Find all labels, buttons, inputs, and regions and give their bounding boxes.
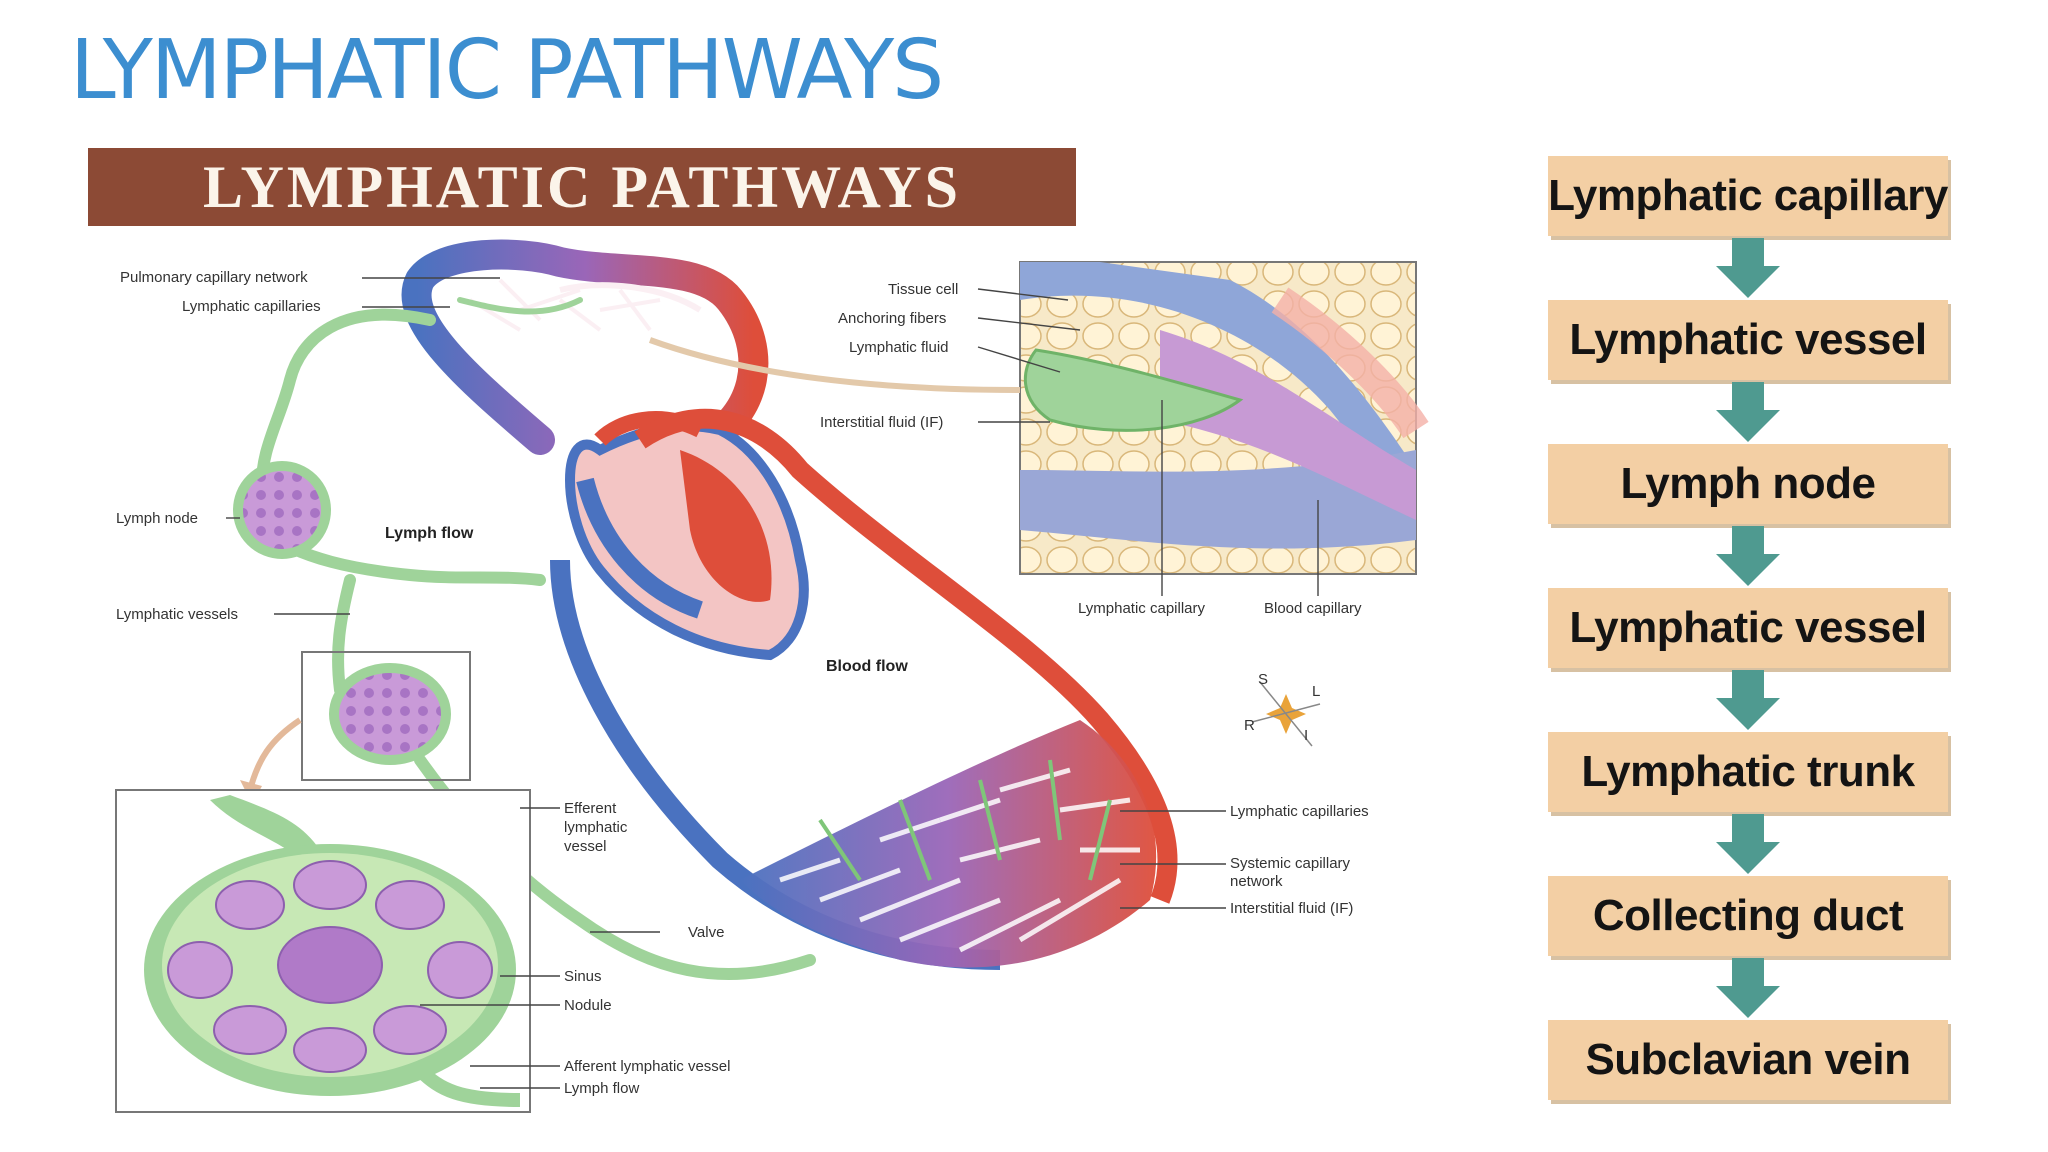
label-valve: Valve [688, 924, 724, 941]
label-pulmonary-capillary-network: Pulmonary capillary network [120, 269, 308, 286]
label-anchoring-fibers: Anchoring fibers [838, 310, 946, 327]
label-lymphatic-vessels: Lymphatic vessels [116, 606, 238, 623]
flow-arrow-icon [1548, 668, 1948, 732]
label-leaders [226, 277, 1319, 1089]
label-afferent-lymphatic-vessel: Afferent lymphatic vessel [564, 1058, 730, 1075]
label-lymphatic-capillary: Lymphatic capillary [1078, 600, 1205, 617]
label-lymph-flow-small: Lymph flow [564, 1080, 639, 1097]
lymph-node-enlarged [115, 789, 531, 1113]
figure-banner-text: LYMPHATIC PATHWAYS [202, 153, 961, 220]
flow-arrow-icon [1548, 956, 1948, 1020]
flow-step-lymphatic-vessel-2: Lymphatic vessel [1548, 588, 1948, 668]
figure-banner: LYMPHATIC PATHWAYS [88, 148, 1076, 226]
label-compass-s: S [1258, 671, 1268, 688]
diagram-labels: Pulmonary capillary network Lymphatic ca… [116, 269, 1369, 1097]
flow-step-lymphatic-trunk: Lymphatic trunk [1548, 732, 1948, 812]
flow-step-lymph-node: Lymph node [1548, 444, 1948, 524]
flow-arrow-icon [1548, 236, 1948, 300]
label-lymph-node: Lymph node [116, 510, 198, 527]
systemic-capillary-network [740, 720, 1157, 968]
label-compass-r: R [1244, 717, 1255, 734]
lymph-pathway-flowchart: Lymphatic capillary Lymphatic vessel Lym… [1548, 156, 1948, 1100]
label-systemic-capillary-1: Systemic capillary [1230, 855, 1351, 872]
label-tissue-cell: Tissue cell [888, 281, 958, 298]
label-nodule: Nodule [564, 997, 612, 1014]
label-blood-capillary: Blood capillary [1264, 600, 1362, 617]
label-lymphatic-capillaries-right: Lymphatic capillaries [1230, 803, 1369, 820]
label-sinus: Sinus [564, 968, 602, 985]
flow-arrow-icon [1548, 524, 1948, 588]
label-efferent-1: Efferent [564, 800, 617, 817]
flow-step-collecting-duct: Collecting duct [1548, 876, 1948, 956]
flow-arrow-icon [1548, 380, 1948, 444]
inset-connector [648, 337, 1021, 393]
compass-icon [1251, 681, 1321, 747]
flow-arrow-icon [1548, 812, 1948, 876]
label-compass-i: I [1304, 727, 1308, 744]
label-efferent-2: lymphatic [564, 819, 628, 836]
label-lymphatic-fluid: Lymphatic fluid [849, 339, 949, 356]
heart [565, 411, 809, 661]
label-systemic-capillary-2: network [1230, 873, 1283, 890]
label-lymph-flow-bold: Lymph flow [385, 525, 474, 542]
flow-step-lymphatic-capillary: Lymphatic capillary [1548, 156, 1948, 236]
tissue-inset [1019, 261, 1429, 575]
label-compass-l: L [1312, 683, 1320, 700]
lymph-node-upper [233, 461, 331, 559]
lymph-node-inset-small [240, 651, 471, 804]
label-efferent-3: vessel [564, 838, 607, 855]
flow-step-lymphatic-vessel: Lymphatic vessel [1548, 300, 1948, 380]
label-lymphatic-capillaries-top: Lymphatic capillaries [182, 298, 321, 315]
label-blood-flow: Blood flow [826, 658, 908, 675]
flow-step-subclavian-vein: Subclavian vein [1548, 1020, 1948, 1100]
label-interstitial-fluid-right: Interstitial fluid (IF) [1230, 900, 1353, 917]
slide-title: LYMPHATIC PATHWAYS [70, 23, 944, 118]
label-interstitial-fluid-top: Interstitial fluid (IF) [820, 414, 943, 431]
